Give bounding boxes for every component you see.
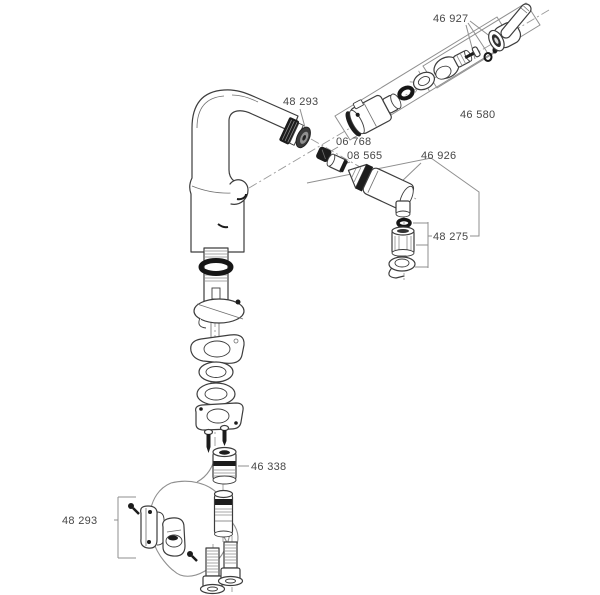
spout-end — [279, 117, 311, 149]
hose-fitting-left — [199, 547, 226, 595]
adapter-valve — [326, 153, 348, 173]
faucet-body — [189, 89, 299, 253]
mounting-anchor — [193, 298, 245, 329]
spray-head — [347, 163, 415, 218]
cartridge-boss — [229, 179, 249, 205]
part-labels: 46 927 48 293 46 580 06 768 08 565 46 92… — [62, 13, 495, 527]
shank-o-ring — [198, 258, 234, 276]
group-box-spray-head — [306, 157, 480, 237]
hose-fitting-right — [217, 541, 244, 587]
quick-coupling — [212, 446, 237, 485]
label-mousseur: 48 293 — [283, 96, 318, 108]
check-valve — [316, 146, 332, 162]
holder-cradle — [162, 517, 186, 557]
hose-coupling — [213, 489, 234, 538]
holder-screw-upper — [128, 503, 140, 515]
washer-lower — [196, 382, 236, 406]
label-spray-head: 46 926 — [421, 150, 456, 162]
bracket-screw-right — [219, 424, 230, 446]
label-holder-kit: 48 293 — [62, 515, 97, 527]
leader-lines — [238, 20, 501, 467]
escutcheon-o-ring — [397, 85, 415, 101]
label-lever-kit: 46 927 — [433, 13, 468, 25]
label-escutcheon-kit: 46 580 — [460, 109, 495, 121]
mousseur-clip — [388, 255, 416, 279]
ribbed-ring — [409, 70, 436, 93]
wall-holder — [140, 505, 165, 549]
label-mousseur-kit: 48 275 — [433, 231, 468, 243]
bracket-screw-left — [203, 428, 214, 453]
washer-upper — [198, 361, 234, 383]
mousseur — [391, 226, 415, 257]
cartridge — [345, 93, 402, 137]
group-outlines — [114, 2, 541, 559]
mounting-bracket — [195, 402, 244, 431]
cap-ring — [433, 56, 460, 80]
label-check-valve: 06 768 — [336, 136, 371, 148]
handle-screw — [464, 46, 481, 60]
label-adapter: 08 565 — [347, 150, 382, 162]
handle-lever — [500, 3, 532, 39]
label-quick-coupling: 46 338 — [251, 461, 286, 473]
spline-adapter — [453, 49, 473, 68]
bracket-mousseur-kit — [413, 222, 432, 268]
group-box-escutcheon-kit — [334, 16, 513, 141]
bracket-holder-kit — [114, 496, 136, 559]
holder-screw-lower — [187, 551, 198, 562]
mounting-plate — [190, 334, 245, 364]
